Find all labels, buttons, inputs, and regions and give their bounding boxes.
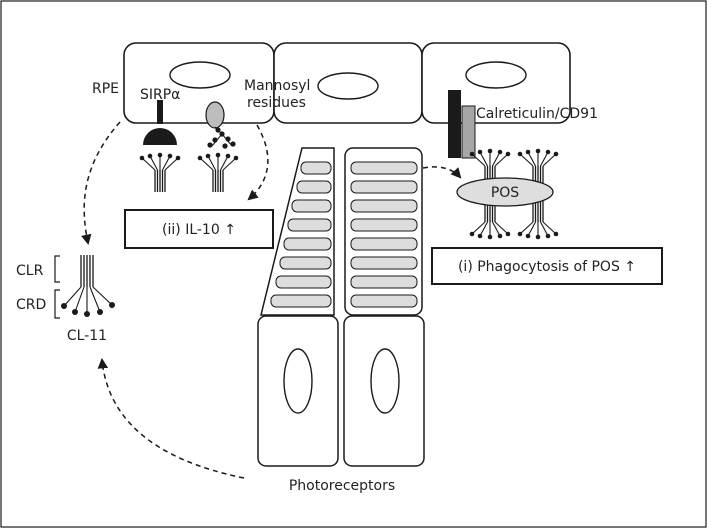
label-photoreceptors: Photoreceptors (289, 478, 395, 494)
cl11-molecule-bound-sirpa (139, 152, 181, 193)
label-calreticulin-cd91: Calreticulin/CD91 (476, 106, 598, 122)
rpe-nucleus (465, 61, 527, 89)
arrow-photoreceptors-to-cl11 (97, 357, 245, 479)
rpe-nucleus (317, 72, 379, 100)
mannosyl-residue-structure (205, 101, 236, 149)
label-cl11: CL-11 (67, 328, 107, 344)
phagocytosis-box (431, 247, 663, 285)
arrow-mannosyl-to-il10 (247, 124, 269, 201)
rpe-nucleus (169, 61, 231, 89)
il10-box (124, 209, 274, 249)
label-rpe: RPE (92, 81, 119, 97)
cl11-molecule-bound-mannosyl (197, 152, 239, 193)
label-pos: POS (491, 185, 519, 201)
photoreceptor-outer-segment-right (344, 147, 423, 316)
pos-shape (456, 177, 554, 207)
photoreceptor-outer-segment-left (260, 147, 335, 316)
label-phagocytosis: (i) Phagocytosis of POS ↑ (458, 259, 636, 275)
sirpa-receptor (143, 100, 177, 145)
arrow-outer-segment-to-pos (422, 166, 462, 179)
label-crd: CRD (16, 297, 46, 313)
clr-bracket (54, 255, 60, 283)
label-clr: CLR (16, 263, 44, 279)
crd-bracket (54, 289, 60, 319)
label-sirpa: SIRPα (140, 87, 180, 103)
photoreceptor-nucleus (283, 348, 313, 414)
cl11-free-molecule (61, 255, 115, 317)
photoreceptor-cell-bodies (257, 315, 425, 467)
photoreceptor-nucleus (370, 348, 400, 414)
label-il10: (ii) IL-10 ↑ (162, 222, 236, 238)
calreticulin-cd91-receptor (448, 90, 476, 159)
cl11-molecule-pos-bottom-right (517, 199, 559, 240)
arrow-rpe-to-cl11 (81, 121, 121, 246)
label-mannosyl-line2: residues (247, 95, 306, 111)
label-mannosyl-line1: Mannosyl (244, 78, 310, 94)
